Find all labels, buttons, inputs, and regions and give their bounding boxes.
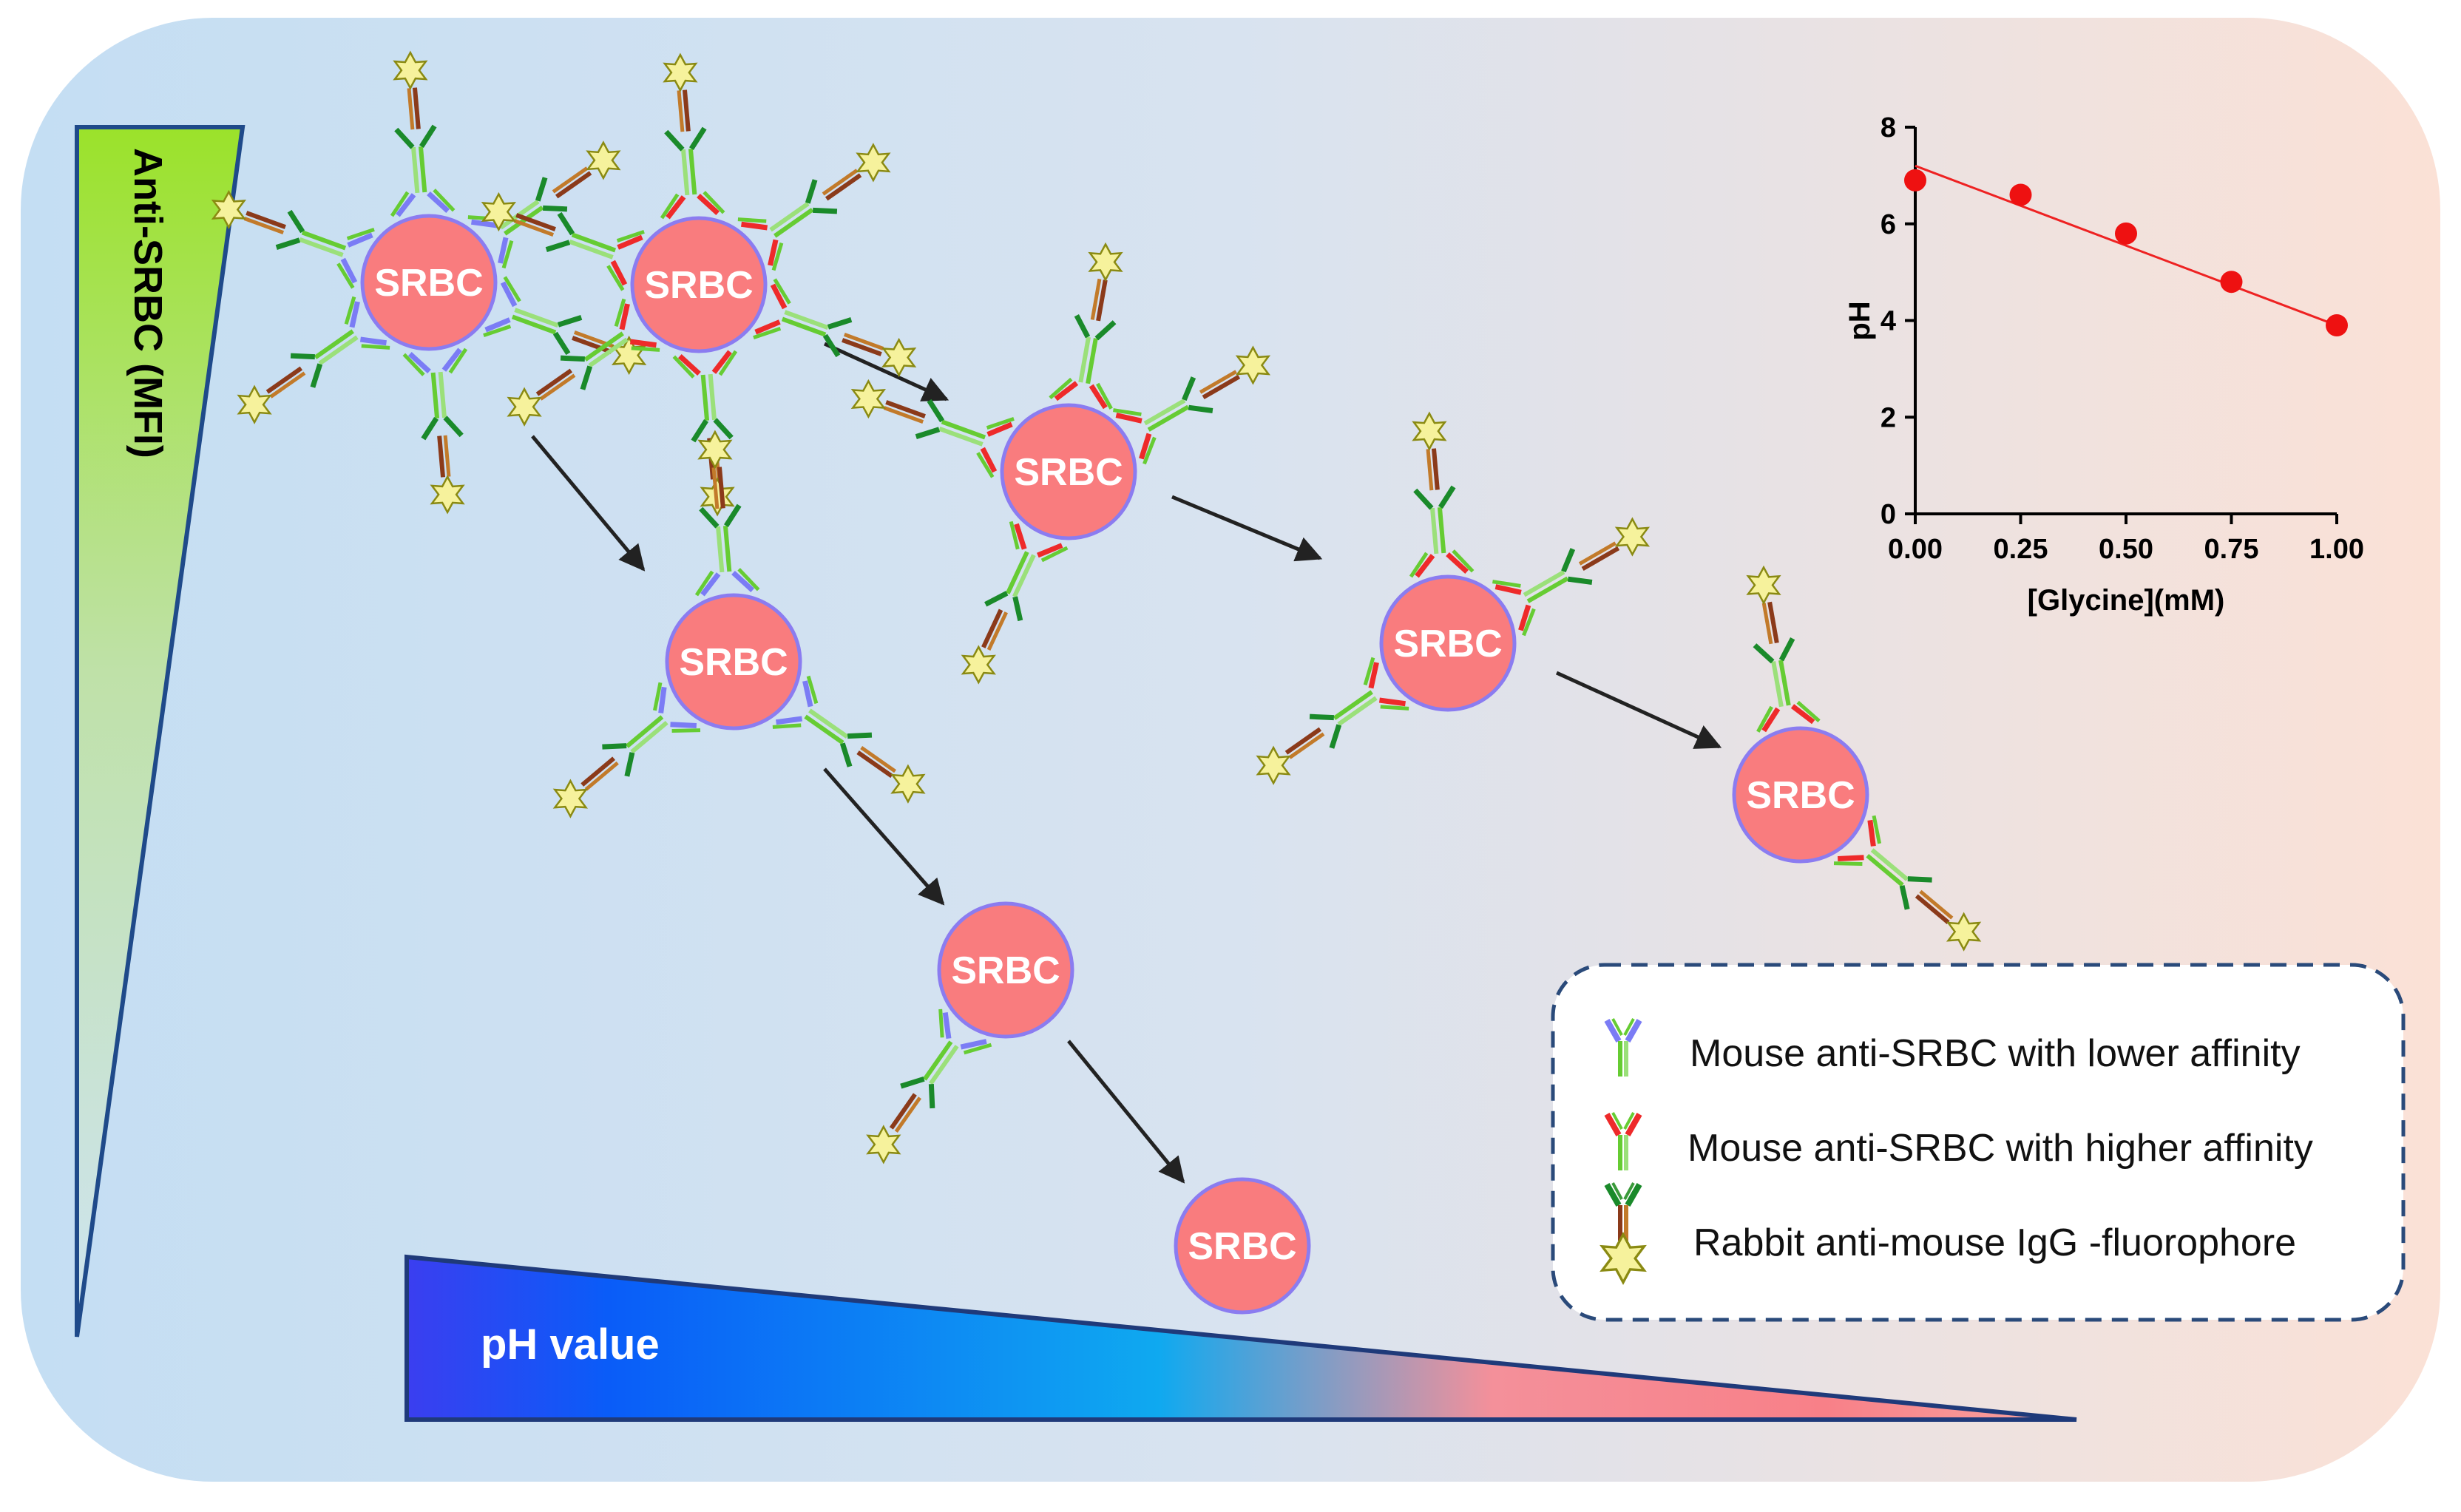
arrow-1: [531, 435, 646, 572]
antibody-complex: [660, 53, 725, 220]
data-point: [1904, 169, 1926, 191]
data-point: [2220, 271, 2243, 294]
cells-layer: SRBC SRBC SRBC SRBC SRBC SRBC SRBC SRBC: [212, 51, 1980, 1315]
antibody-complex: [737, 143, 890, 271]
antibody-complex: [1409, 412, 1475, 578]
legend-item-2-label: Mouse anti-SRBC with higher affinity: [1688, 1127, 2313, 1170]
x-tick-label: 1.00: [2309, 534, 2364, 565]
x-tick-label: 0.75: [2204, 534, 2259, 565]
legend-box: Mouse anti-SRBC with lower affinity Mous…: [1551, 963, 2406, 1322]
cell-body: [630, 216, 768, 353]
antibody-complex: [1049, 243, 1123, 410]
srbc-cell: SRBC: [867, 901, 1074, 1164]
legend-item-3-label: Rabbit anti-mouse IgG -fluorophore: [1693, 1221, 2296, 1264]
data-point: [2326, 314, 2348, 337]
cell-label: SRBC: [1393, 623, 1502, 665]
mfi-gradient-triangle: [75, 125, 246, 1338]
antibody-complex: [772, 675, 925, 803]
cell-label: SRBC: [1746, 774, 1855, 817]
antibody-complex: [1747, 566, 1821, 733]
srbc-cell: SRBC: [482, 53, 915, 516]
cell-body: [1000, 403, 1137, 540]
ph-bar-label: pH value: [481, 1321, 660, 1369]
antibody-complex: [1113, 346, 1270, 465]
antibody-complex: [483, 276, 646, 374]
y-tick-label: 6: [1881, 209, 1896, 240]
y-tick-label: 2: [1881, 402, 1896, 433]
arrow-2: [823, 342, 949, 401]
antibody-complex: [1256, 657, 1409, 784]
antibody-complex: [962, 521, 1069, 684]
srbc-cell: SRBC: [852, 243, 1270, 684]
legend-item-1-label: Mouse anti-SRBC with lower affinity: [1690, 1032, 2301, 1075]
cell-body: [360, 214, 498, 351]
antibody-complex: [867, 1008, 992, 1164]
x-tick-label: 0.00: [1888, 534, 1943, 565]
ph-glycine-chart: 0.00 0.25 0.50 0.75 1.00 0 2 4 6 8 pH [Glycine](m…: [1844, 112, 2364, 617]
antibody-complex: [672, 350, 738, 516]
srbc-cell: SRBC: [1174, 1177, 1311, 1315]
antibody-complex: [402, 348, 468, 514]
low-affinity-antibody-icon: [1604, 1018, 1642, 1077]
cell-label: SRBC: [644, 264, 753, 307]
cell-label: SRBC: [679, 641, 788, 684]
cell-label: SRBC: [1188, 1225, 1296, 1268]
antibody-complex: [212, 191, 375, 289]
data-point: [2115, 222, 2137, 245]
arrow-4: [823, 767, 945, 906]
chart-fit-line: [1915, 164, 2338, 327]
antibody-complex: [1492, 518, 1649, 637]
cell-body: [1174, 1177, 1311, 1315]
antibody-complex: [482, 193, 645, 291]
high-affinity-antibody-icon: [1604, 1112, 1642, 1170]
y-tick-label: 0: [1881, 499, 1896, 530]
cell-label: SRBC: [951, 949, 1060, 992]
srbc-cell: SRBC: [1732, 566, 1980, 951]
cell-label: SRBC: [1014, 451, 1123, 494]
cell-body: [1379, 574, 1517, 712]
antibody-complex: [390, 51, 456, 217]
x-tick-label: 0.25: [1994, 534, 2048, 565]
fluorophore-antibody-icon: [1600, 1182, 1646, 1284]
antibody-complex: [694, 430, 760, 597]
arrow-5: [1555, 671, 1722, 749]
cell-label: SRBC: [374, 262, 483, 305]
y-tick-label: 8: [1881, 112, 1896, 143]
antibody-complex: [753, 278, 915, 376]
cell-body: [1732, 726, 1869, 864]
ph-gradient-triangle: [404, 1254, 2077, 1422]
data-point: [2009, 183, 2032, 206]
antibody-complex: [554, 682, 701, 818]
x-tick-label: 0.50: [2099, 534, 2153, 565]
mfi-axis-label: Anti-SRBC (MFI): [126, 148, 170, 458]
srbc-cell: SRBC: [554, 430, 925, 818]
srbc-cell: SRBC: [212, 51, 646, 514]
arrows: [531, 342, 1722, 1184]
arrow-3: [1171, 495, 1323, 562]
antibody-complex: [237, 296, 390, 424]
cell-body: [937, 901, 1074, 1039]
antibody-complex: [852, 380, 1015, 478]
arrow-6: [1067, 1040, 1185, 1184]
antibody-complex: [467, 141, 620, 269]
chart-x-label: [Glycine](mM): [2028, 584, 2225, 617]
cell-body: [665, 593, 802, 730]
antibody-complex: [507, 298, 660, 426]
chart-y-label: pH: [1844, 301, 1876, 340]
y-tick-label: 4: [1881, 306, 1896, 337]
srbc-cell: SRBC: [1256, 412, 1649, 784]
antibody-complex: [1833, 815, 1980, 951]
